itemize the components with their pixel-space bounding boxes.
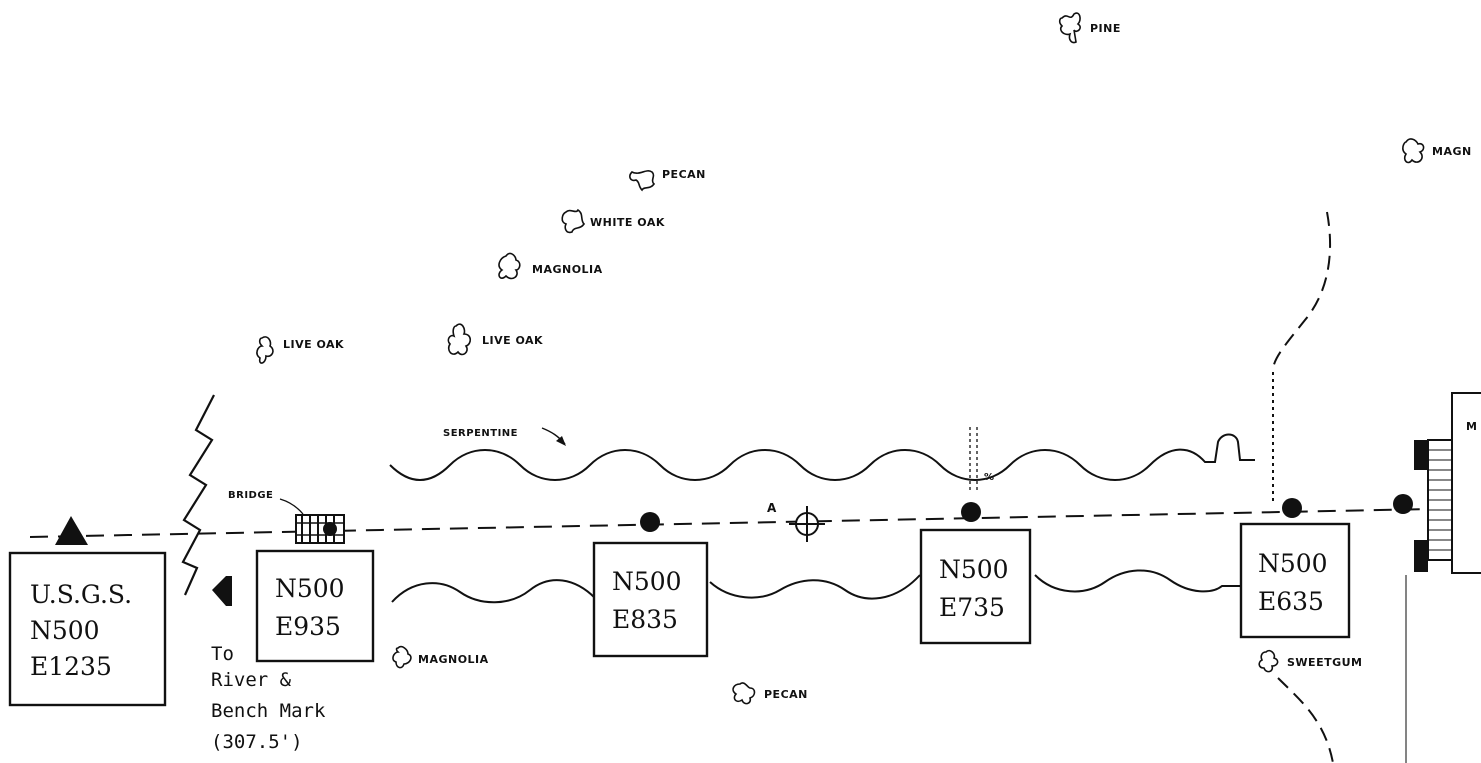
- svg-text:To: To: [211, 643, 234, 665]
- svg-text:U.S.G.S.: U.S.G.S.: [30, 580, 132, 609]
- svg-text:(307.5'): (307.5'): [211, 731, 303, 753]
- map-break-line: [181, 394, 215, 596]
- svg-text:E935: E935: [275, 612, 341, 641]
- tree-live-oak-west: LIVE OAK: [256, 336, 344, 364]
- live-oak-tree-icon: [447, 323, 472, 356]
- tree-magnolia-south: MAGNOLIA: [392, 645, 489, 669]
- boundary-dashed-lower: [1277, 677, 1334, 763]
- bridge-icon: [295, 514, 345, 544]
- tree-magnolia-north: MAGNOLIA: [498, 252, 603, 280]
- svg-text:N500: N500: [1258, 549, 1328, 578]
- svg-text:WHITE OAK: WHITE OAK: [590, 216, 665, 229]
- serpentine-wall-north: [389, 433, 1255, 481]
- bridge-label: BRIDGE: [228, 490, 273, 501]
- station-usgs: U.S.G.S. N500 E1235: [8, 551, 167, 707]
- tree-magnolia-far-right: MAGN: [1402, 138, 1472, 164]
- point-a-label: A: [767, 501, 777, 515]
- svg-text:LIVE OAK: LIVE OAK: [482, 334, 543, 347]
- bridge-arrow: [279, 498, 304, 515]
- survey-point-e735: [961, 502, 981, 522]
- survey-point-e635: [1282, 498, 1302, 518]
- building: M: [1414, 392, 1481, 574]
- svg-text:N500: N500: [30, 616, 100, 645]
- tree-pecan-north: PECAN: [629, 168, 706, 192]
- svg-text:N500: N500: [939, 555, 1009, 584]
- serpentine-label: SERPENTINE: [443, 428, 518, 439]
- direction-arrow-icon: [212, 576, 232, 606]
- svg-text:PECAN: PECAN: [662, 168, 706, 181]
- serpentine-arrowhead: [556, 436, 566, 446]
- white-oak-tree-icon: [561, 208, 586, 234]
- pine-tree-icon: [1058, 12, 1081, 44]
- usgs-triangle-icon: [55, 516, 88, 545]
- svg-text:MAGNOLIA: MAGNOLIA: [418, 653, 489, 666]
- magnolia-tree-icon: [392, 645, 412, 669]
- pecan-tree-icon: [732, 682, 756, 705]
- survey-baseline: [29, 507, 1481, 538]
- survey-point-e835: [640, 512, 660, 532]
- svg-text:N500: N500: [275, 574, 345, 603]
- svg-text:Bench Mark: Bench Mark: [211, 700, 326, 722]
- tree-pine: PINE: [1058, 12, 1121, 44]
- svg-text:PECAN: PECAN: [764, 688, 808, 701]
- tree-live-oak-center: LIVE OAK: [447, 323, 543, 356]
- crosshair-icon: [789, 506, 825, 542]
- station-e735: N500 E735: [919, 528, 1032, 645]
- direction-note: To River & Bench Mark (307.5'): [211, 643, 326, 753]
- svg-text:E635: E635: [1258, 587, 1324, 616]
- tree-white-oak: WHITE OAK: [561, 208, 665, 234]
- building-label: M: [1466, 420, 1477, 433]
- magnolia-tree-icon: [1402, 138, 1425, 164]
- svg-text:PINE: PINE: [1090, 22, 1121, 35]
- sweetgum-tree-icon: [1258, 649, 1279, 673]
- station-e835: N500 E835: [592, 541, 709, 658]
- station-e935: N500 E935: [255, 549, 375, 663]
- svg-text:N500: N500: [612, 567, 682, 596]
- slope-label: %: [984, 472, 995, 483]
- svg-text:River &: River &: [211, 669, 292, 691]
- boundary-dashed-upper: [1271, 211, 1332, 373]
- svg-text:LIVE OAK: LIVE OAK: [283, 338, 344, 351]
- svg-text:E835: E835: [612, 605, 678, 634]
- magnolia-tree-icon: [498, 252, 521, 280]
- live-oak-tree-icon: [256, 336, 274, 364]
- station-e635: N500 E635: [1239, 522, 1351, 639]
- tree-pecan-south: PECAN: [732, 682, 808, 705]
- pecan-tree-icon: [629, 170, 656, 192]
- serpentine-wall-south: [391, 569, 1242, 604]
- survey-point-building: [1393, 494, 1413, 514]
- tree-sweetgum: SWEETGUM: [1258, 649, 1363, 673]
- slope-marker: %: [969, 427, 995, 490]
- svg-text:MAGN: MAGN: [1432, 145, 1472, 158]
- svg-text:E1235: E1235: [30, 652, 112, 681]
- svg-text:SWEETGUM: SWEETGUM: [1287, 656, 1363, 669]
- svg-text:E735: E735: [939, 593, 1005, 622]
- svg-text:MAGNOLIA: MAGNOLIA: [532, 263, 603, 276]
